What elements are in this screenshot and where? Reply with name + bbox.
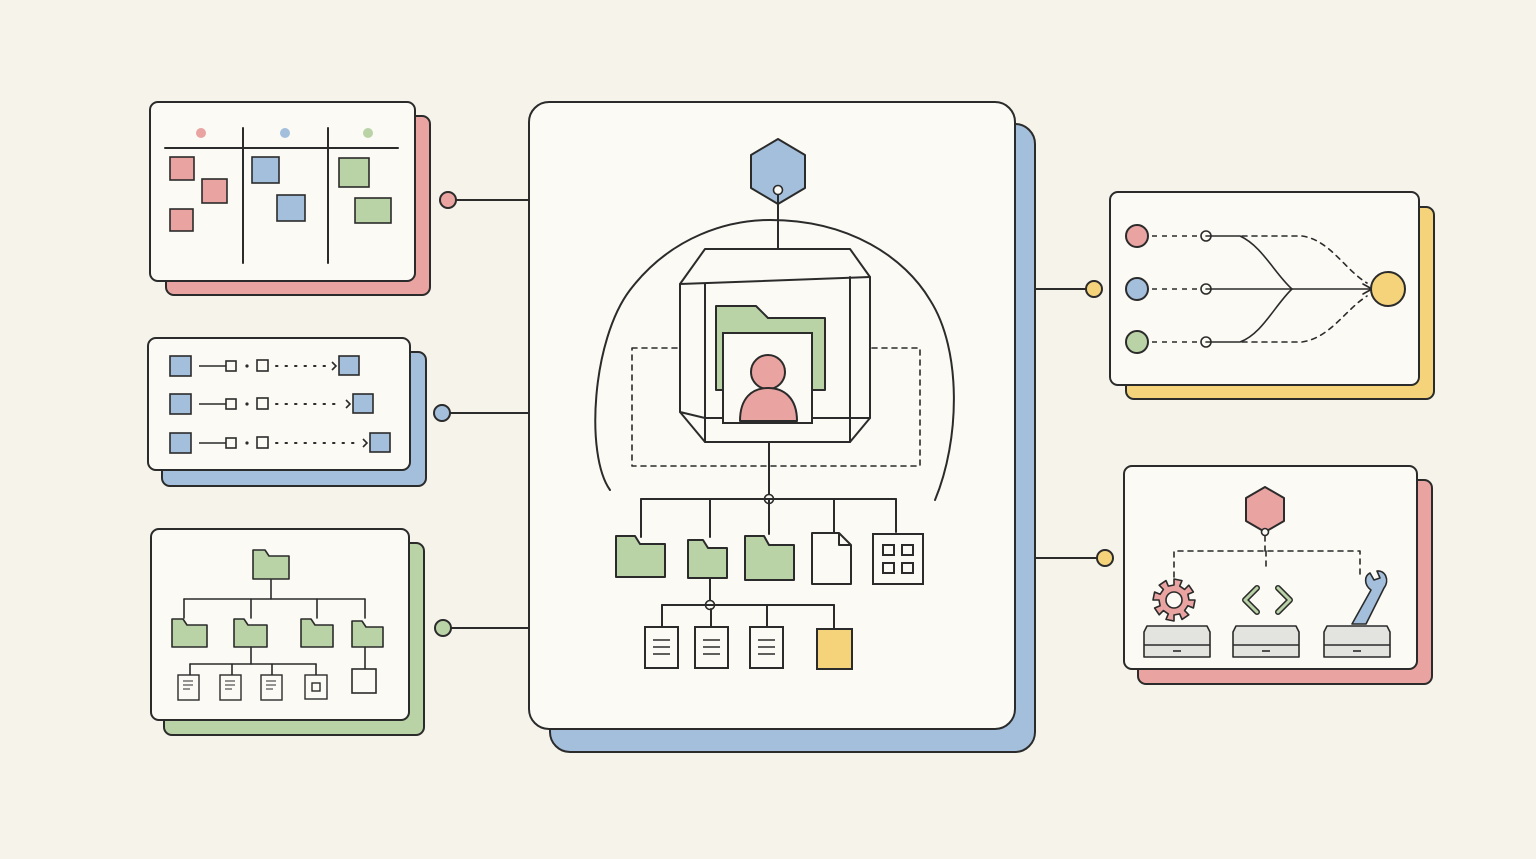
folder-icon [615, 535, 666, 578]
column-status-dot [363, 128, 373, 138]
tool-servers [1143, 625, 1391, 658]
pipeline-step [225, 398, 237, 410]
folder-icon [300, 618, 334, 648]
server-icon [1143, 625, 1211, 658]
arrow-icon [345, 399, 352, 409]
document-icon [749, 626, 784, 669]
document-icon [644, 626, 679, 669]
connectors [433, 191, 1114, 637]
document-icon [260, 674, 283, 701]
kanban-card [251, 156, 280, 184]
merge-input-node [1125, 224, 1149, 248]
kanban-card [338, 157, 370, 188]
connector-dot-kanban [439, 191, 457, 209]
pipeline-rows [169, 355, 391, 454]
server-icon [1323, 625, 1391, 658]
panel-card [1123, 465, 1418, 670]
pipeline-flow-panel [147, 337, 427, 487]
user-icon [739, 354, 798, 422]
image-file-icon [304, 674, 328, 700]
arrow-icon [362, 438, 369, 448]
pipeline-source [169, 355, 192, 377]
server-icon [1232, 625, 1300, 658]
folder-icon [252, 549, 290, 580]
pipeline-step [225, 437, 237, 449]
connector-dot-pipeline [433, 404, 451, 422]
merge-input-node [1125, 330, 1149, 354]
empty-node [351, 668, 377, 694]
kanban-card [169, 156, 195, 181]
kanban-card [169, 208, 194, 232]
pipeline-dot [245, 441, 249, 445]
hexagon-icon [1245, 486, 1285, 533]
pipeline-dot [245, 364, 249, 368]
document-icon [694, 626, 729, 669]
wrench-icon [1351, 570, 1388, 625]
kanban-card [276, 194, 306, 222]
center-documents [644, 626, 784, 669]
merge-inputs [1125, 224, 1212, 354]
folder-icon [744, 535, 795, 581]
column-status-dot [196, 128, 206, 138]
panel-card [149, 101, 416, 282]
arrow-icon [331, 361, 338, 371]
pipeline-step [256, 436, 269, 449]
code-brackets-icon [1242, 585, 1293, 615]
kanban-card [201, 178, 228, 204]
enclosure-arch [594, 219, 955, 501]
merge-input-node [1125, 277, 1149, 301]
grid-icon [872, 533, 924, 585]
connector-dot-tools [1096, 549, 1114, 567]
connector-dot-merge [1085, 280, 1103, 298]
folder-tree-panel [150, 528, 425, 736]
connector-dot-tree [434, 619, 452, 637]
pipeline-step [256, 397, 269, 410]
pipeline-source [169, 432, 192, 454]
pipeline-target [338, 355, 360, 376]
column-status-dot [280, 128, 290, 138]
kanban-board-panel [149, 101, 431, 296]
document-icon [811, 532, 852, 585]
central-workspace-panel [528, 101, 1036, 753]
highlighted-file [816, 628, 853, 670]
folder-icon [687, 539, 728, 579]
pipeline-target [369, 432, 391, 453]
tree-leaves [177, 674, 328, 701]
pipeline-target [352, 393, 374, 414]
folder-icon [351, 620, 384, 648]
merge-flow-panel [1109, 191, 1435, 400]
document-icon [219, 674, 242, 701]
gear-icon [1152, 578, 1196, 622]
merge-output-node [1370, 271, 1406, 307]
folder-icon [233, 618, 268, 648]
pipeline-source [169, 393, 192, 415]
document-icon [177, 674, 200, 701]
kanban-card [354, 197, 392, 224]
panel-card [150, 528, 410, 721]
pipeline-step [256, 359, 269, 372]
folder-icon [171, 618, 208, 648]
pipeline-step [225, 360, 237, 372]
pipeline-dot [245, 402, 249, 406]
tool-stations-panel [1123, 465, 1433, 685]
